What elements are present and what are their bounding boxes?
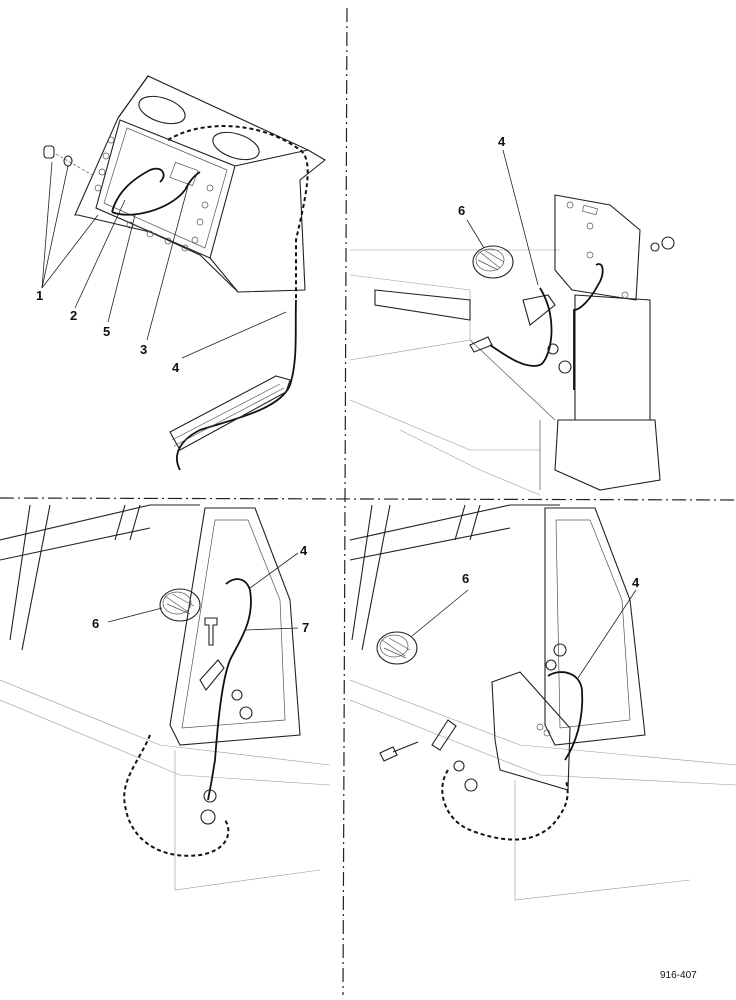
mounting-plate [554, 194, 641, 390]
harness-route-dashed [167, 125, 309, 300]
bracket-right [489, 287, 556, 367]
label-4-top-left: 4 [172, 360, 180, 375]
harness-route-dashed-bl [123, 734, 230, 857]
leader-6-bl [107, 607, 163, 623]
label-2: 2 [70, 308, 77, 323]
instrument-panel-housing [74, 75, 326, 293]
bolt-and-bracket-bl [199, 617, 253, 720]
rear-lamp-right [472, 245, 514, 279]
label-4-bottom-left: 4 [300, 543, 308, 558]
lamp-lead-wire-bl [207, 578, 252, 801]
mounting-plate-br [491, 671, 571, 791]
label-3: 3 [140, 342, 147, 357]
label-4-top-right: 4 [498, 134, 506, 149]
leader-6-br [411, 589, 469, 637]
leader-7-bl [245, 627, 299, 631]
harness-route-dashed-br [441, 769, 569, 841]
cab-frame-right [349, 504, 736, 901]
grommets-bl [200, 789, 217, 825]
leader-4-br [577, 589, 637, 679]
leader-6-tr [466, 219, 485, 249]
lamp-lead-wire-br [547, 671, 584, 761]
rear-lamp-bottom-left [159, 588, 201, 622]
label-6-bottom-left: 6 [92, 616, 99, 631]
leader-4-bl [249, 552, 299, 589]
label-7: 7 [302, 620, 309, 635]
label-6-bottom-right: 6 [462, 571, 469, 586]
label-5: 5 [103, 324, 110, 339]
hardware-br [379, 643, 567, 792]
leader-4-tr [502, 149, 539, 286]
label-6-top-right: 6 [458, 203, 465, 218]
horizontal-divider [0, 497, 736, 501]
rear-lamp-bottom-right [376, 631, 418, 665]
label-1: 1 [36, 288, 43, 303]
label-4-bottom-right: 4 [632, 575, 640, 590]
harness-cable [176, 299, 297, 471]
mounting-rail [169, 375, 291, 451]
figure-code: 916-407 [660, 970, 697, 981]
fender-structure [349, 249, 661, 496]
cab-frame-left [0, 504, 331, 891]
vertical-divider [342, 7, 348, 996]
hardware-right [469, 236, 675, 374]
